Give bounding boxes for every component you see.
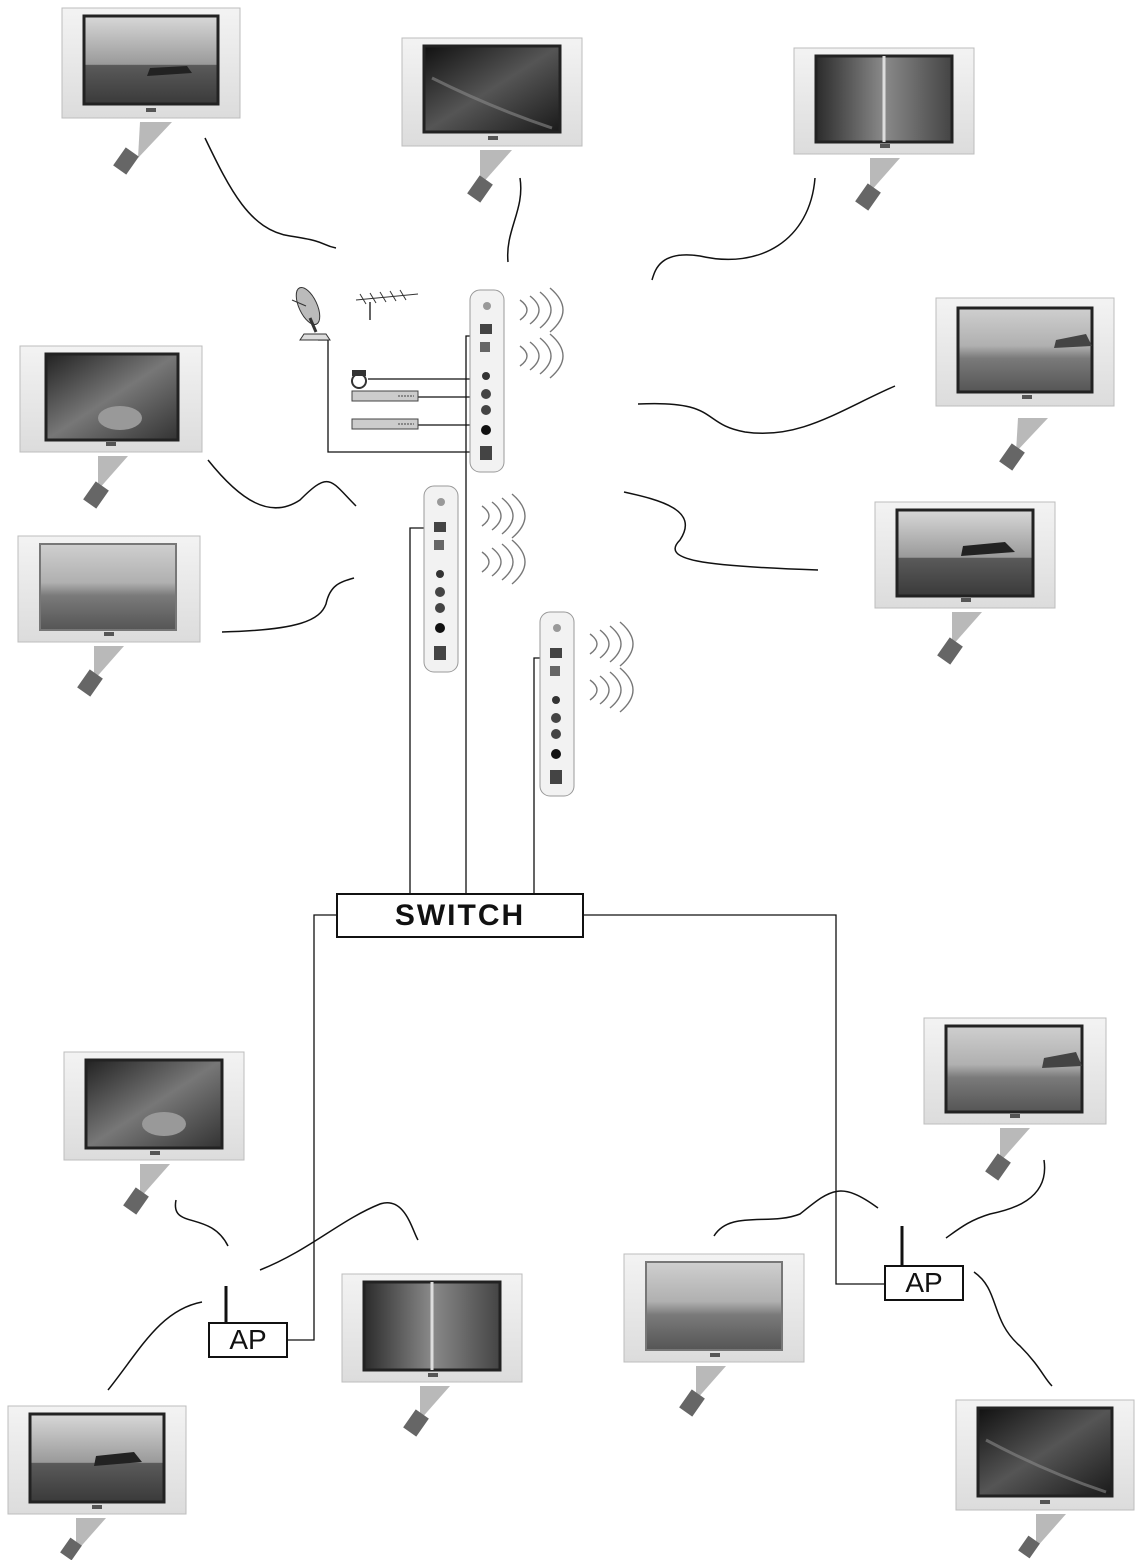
remote-control-icon	[467, 150, 512, 203]
wireless-signal-icon	[519, 287, 564, 379]
tv-display	[63, 1051, 245, 1161]
tv-display	[19, 345, 203, 453]
tv-display	[17, 535, 201, 643]
wireless-link	[259, 1202, 419, 1271]
tv-display	[923, 1017, 1107, 1125]
remote-control-icon	[83, 456, 128, 509]
wireless-link	[713, 1190, 879, 1237]
tv-display	[623, 1253, 805, 1363]
cable	[465, 335, 470, 893]
wireless-link	[204, 137, 337, 249]
wireless-link	[207, 459, 357, 509]
tv-display	[793, 47, 975, 155]
wireless-signal-icon	[589, 621, 634, 713]
access-point-left: AP	[208, 1322, 288, 1358]
wireless-signal-icon	[481, 493, 526, 585]
wireless-link	[506, 177, 522, 263]
remote-control-icon	[77, 646, 124, 697]
remote-control-icon	[60, 1518, 106, 1560]
remote-control-icon	[855, 158, 900, 211]
switch-label: SWITCH	[336, 893, 584, 938]
tv-display	[401, 37, 583, 147]
tv-display	[341, 1273, 523, 1383]
wireless-link	[221, 577, 355, 633]
set-top-box-icon	[351, 390, 419, 402]
cable	[584, 914, 884, 1285]
remote-control-icon	[1018, 1514, 1066, 1559]
tv-display	[61, 7, 241, 119]
media-streamer	[539, 611, 575, 797]
access-point-right: AP	[884, 1265, 964, 1301]
remote-control-icon	[985, 1128, 1030, 1181]
antenna-icon	[355, 289, 419, 305]
streamer-box-icon	[351, 418, 419, 430]
remote-control-icon	[999, 418, 1048, 471]
wireless-link	[973, 1271, 1053, 1387]
wireless-link	[174, 1199, 229, 1247]
media-streamer	[469, 289, 505, 473]
wireless-link	[651, 177, 816, 281]
media-streamer	[423, 485, 459, 673]
wireless-link	[107, 1301, 203, 1391]
remote-control-icon	[937, 612, 982, 665]
satellite-dish-icon	[291, 286, 331, 341]
wireless-link	[945, 1159, 1046, 1239]
remote-control-icon	[679, 1366, 726, 1417]
wireless-link	[637, 385, 896, 434]
remote-control-icon	[123, 1164, 170, 1215]
remote-control-icon	[403, 1386, 450, 1437]
tv-display	[874, 501, 1056, 609]
tv-display	[935, 297, 1115, 407]
cable	[288, 914, 336, 1341]
remote-control-icon	[113, 122, 172, 175]
tv-display	[955, 1399, 1135, 1511]
wireless-link	[623, 491, 819, 571]
camera-icon	[351, 370, 367, 389]
tv-display	[7, 1405, 187, 1515]
